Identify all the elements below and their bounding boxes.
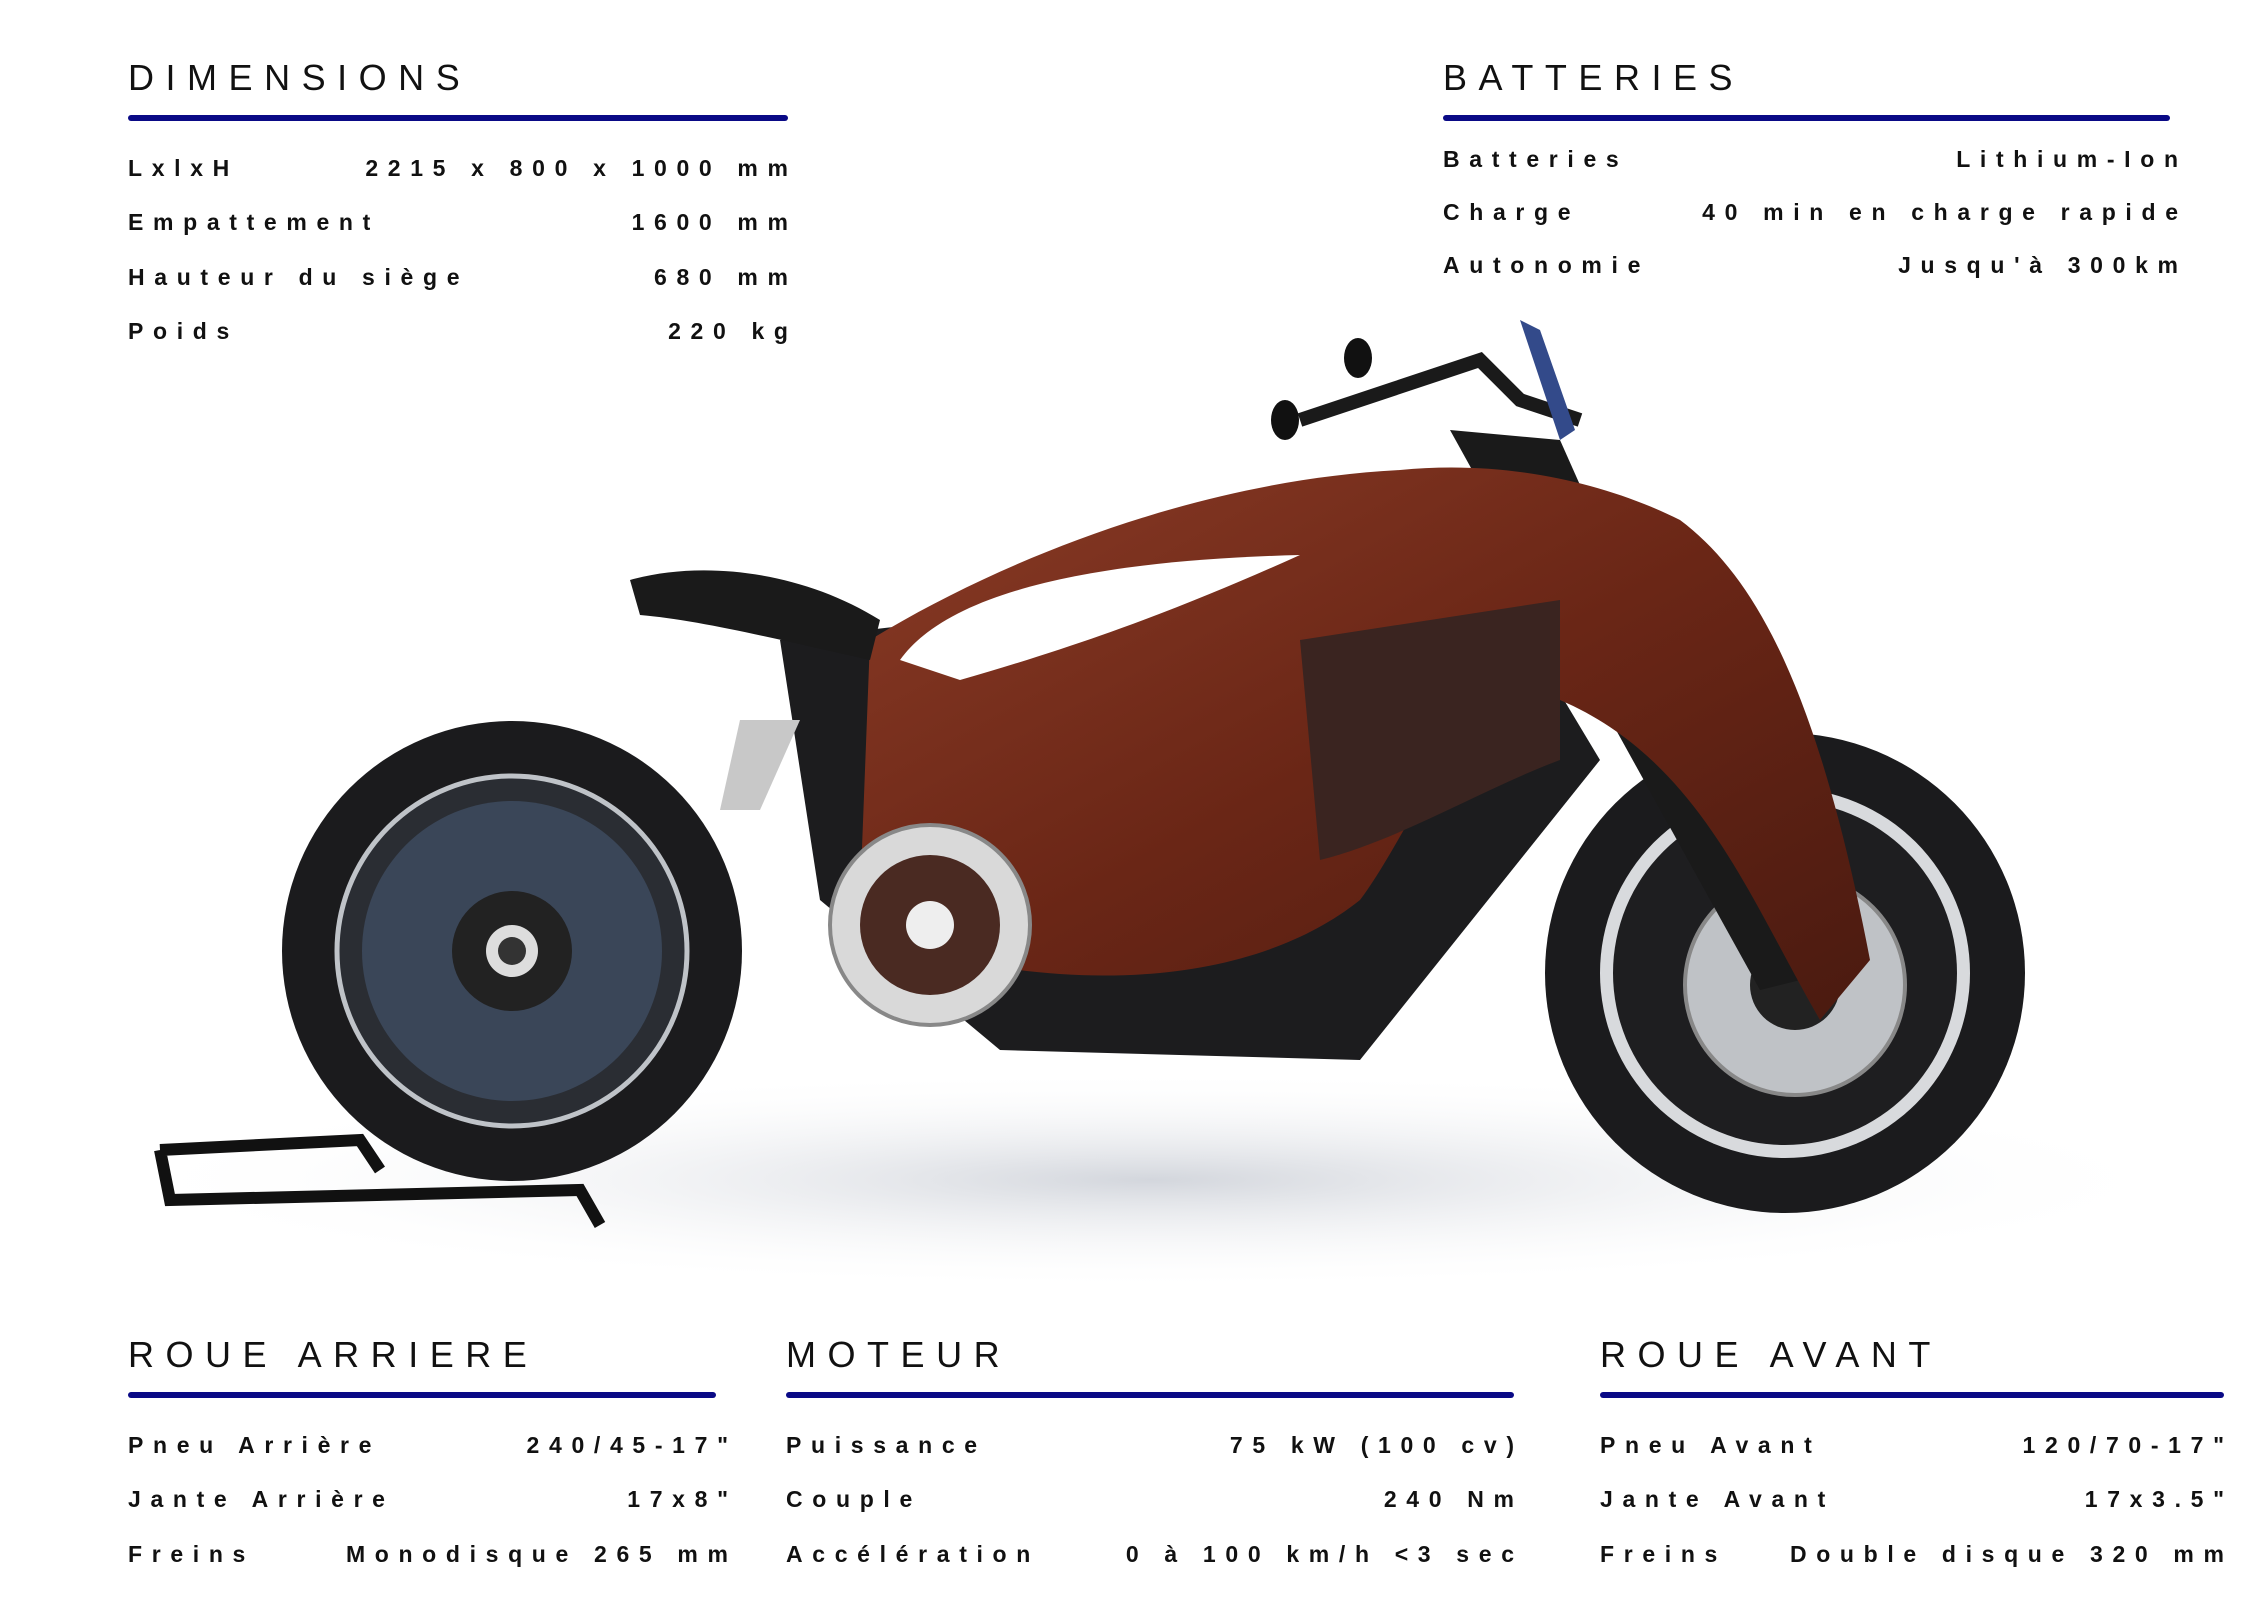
battery-cover: [1300, 600, 1560, 860]
section-divider: [128, 1392, 716, 1398]
spec-label: Jante Avant: [1600, 1486, 1835, 1513]
section-divider: [786, 1392, 1514, 1398]
rear-wheel: [282, 721, 742, 1181]
section-divider: [128, 115, 788, 121]
spec-value: Jusqu'à 300km: [1898, 252, 2188, 278]
section-divider: [1443, 115, 2170, 121]
section-title: DIMENSIONS: [128, 57, 472, 98]
spec-value: 75 kW (100 cv): [1229, 1431, 1524, 1458]
spec-value: 40 min en charge rapide: [1702, 199, 2188, 225]
spec-label: Freins: [1600, 1540, 1727, 1567]
spec-value: 17x3.5": [2084, 1486, 2234, 1513]
mirror-icon: [1271, 400, 1299, 440]
spec-value: 1600 mm: [631, 209, 798, 236]
motor-hub: [828, 823, 1032, 1027]
spec-value: 0 à 100 km/h <3 sec: [1125, 1540, 1524, 1567]
spec-label: Poids: [128, 318, 239, 345]
spec-label: Batteries: [1443, 146, 1629, 172]
spec-value: 2215 x 800 x 1000 mm: [365, 154, 798, 181]
seat: [630, 570, 880, 660]
spec-label: Puissance: [786, 1431, 987, 1458]
spec-label: Hauteur du siège: [128, 263, 470, 290]
wooden-tank-cutout: [900, 555, 1300, 680]
spec-value: Lithium-Ion: [1956, 146, 2188, 172]
section-title: ROUE AVANT: [1600, 1334, 1942, 1375]
spec-value: 240/45-17": [526, 1431, 738, 1458]
spec-value: 120/70-17": [2022, 1431, 2234, 1458]
spec-label: Charge: [1443, 199, 1581, 225]
spec-value: Double disque 320 mm: [1789, 1540, 2234, 1567]
spec-label: Freins: [128, 1540, 255, 1567]
spec-value: 240 Nm: [1383, 1486, 1524, 1513]
spec-label: Empattement: [128, 209, 380, 236]
rear-shock: [720, 720, 800, 810]
spec-value: 17x8": [627, 1486, 738, 1513]
spec-label: LxlxH: [128, 154, 239, 181]
spec-value: 220 kg: [668, 318, 798, 345]
spec-value: 680 mm: [654, 263, 798, 290]
spec-label: Jante Arrière: [128, 1486, 395, 1513]
spec-label: Pneu Avant: [1600, 1431, 1822, 1458]
section-title: MOTEUR: [786, 1334, 1012, 1375]
windscreen: [1520, 320, 1575, 440]
section-divider: [1600, 1392, 2224, 1398]
paddock-stand: [154, 1133, 606, 1228]
spec-value: Monodisque 265 mm: [345, 1540, 738, 1567]
spec-label: Couple: [786, 1486, 922, 1513]
section-title: ROUE ARRIERE: [128, 1334, 539, 1375]
spec-label: Accélération: [786, 1540, 1040, 1567]
mirror-icon: [1344, 338, 1372, 378]
spec-label: Autonomie: [1443, 252, 1651, 278]
section-title: BATTERIES: [1443, 57, 1745, 98]
spec-label: Pneu Arrière: [128, 1431, 382, 1458]
